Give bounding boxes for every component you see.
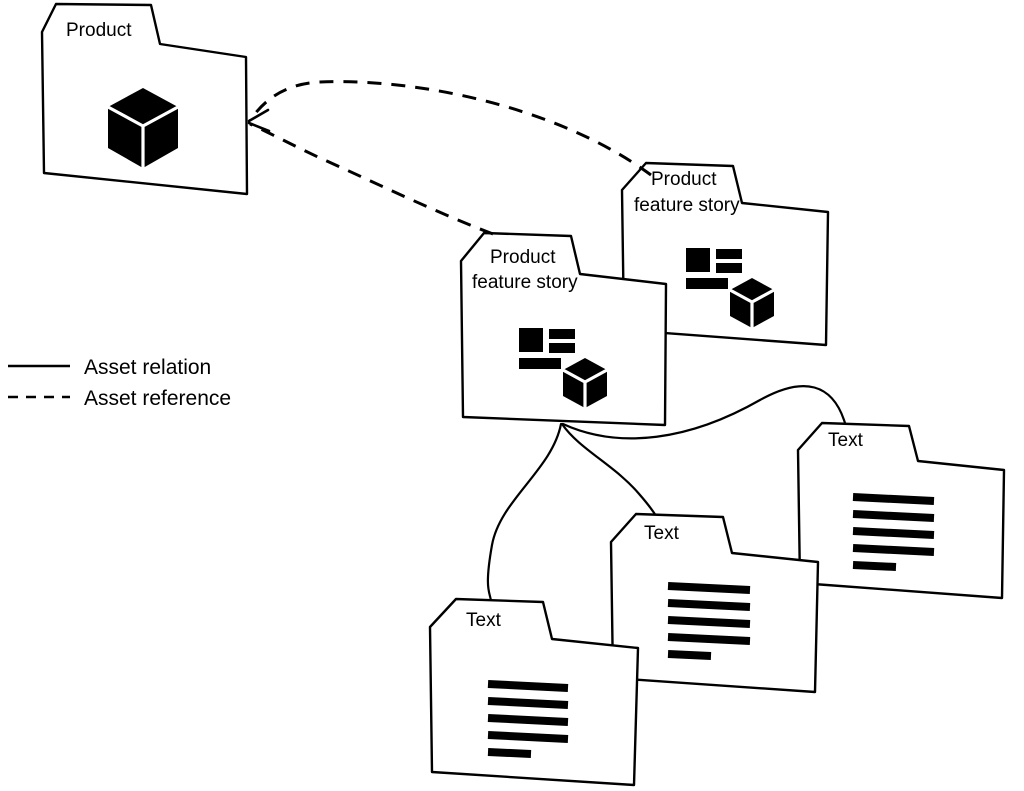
legend: Asset relation Asset reference <box>8 356 231 410</box>
text-lines-icon <box>667 582 751 660</box>
legend-label-asset-relation: Asset relation <box>84 356 211 379</box>
connection-ref-story-center-to-product <box>249 122 494 236</box>
card-product-feature-story-right-label-line1: Product <box>651 169 717 190</box>
connection-ref-story-right-to-product <box>248 80 652 177</box>
legend-item-asset-relation: Asset relation <box>8 356 211 379</box>
product-cube-icon <box>106 88 180 170</box>
card-text-right-label: Text <box>828 430 864 451</box>
card-product-label: Product <box>66 20 132 41</box>
text-lines-icon <box>487 680 569 758</box>
product-feature-story-icon <box>519 328 609 410</box>
connection-rel-story-to-text-left <box>486 422 563 603</box>
card-product-feature-story-right[interactable]: Product feature story <box>620 161 830 347</box>
card-text-right-outline <box>796 421 1006 600</box>
card-text-left-outline <box>428 597 640 787</box>
card-product-feature-story-right-label-line2: feature story <box>634 195 740 216</box>
card-text-right[interactable]: Text <box>796 421 1006 600</box>
card-text-middle-label: Text <box>644 523 680 544</box>
legend-label-asset-reference: Asset reference <box>84 387 231 410</box>
card-text-middle[interactable]: Text <box>609 512 820 694</box>
card-product[interactable]: Product <box>40 2 249 196</box>
connection-group-asset-references <box>247 80 652 236</box>
text-lines-icon <box>852 493 935 571</box>
card-text-left[interactable]: Text <box>428 597 640 787</box>
card-text-left-label: Text <box>466 610 502 631</box>
arrow-head-to-product <box>247 108 271 133</box>
card-product-feature-story-center-label-line1: Product <box>490 247 556 268</box>
legend-item-asset-reference: Asset reference <box>8 387 231 410</box>
card-product-feature-story-center[interactable]: Product feature story <box>459 231 668 427</box>
product-feature-story-icon <box>686 248 776 330</box>
card-product-feature-story-center-label-line2: feature story <box>472 272 578 293</box>
